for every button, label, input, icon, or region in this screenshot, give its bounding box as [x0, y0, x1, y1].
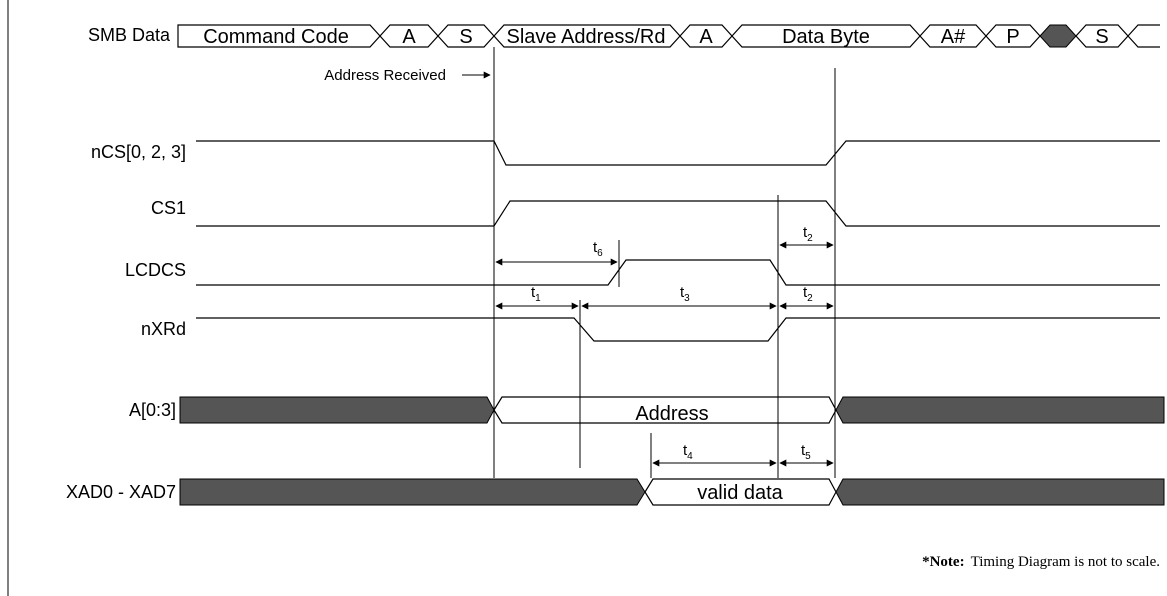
t6-label: t6 [593, 239, 603, 259]
addr-bus-invalid-2 [835, 396, 1165, 424]
smb-label-ack1: A [402, 26, 416, 48]
signal-label-ncs: nCS[0, 2, 3] [91, 142, 186, 162]
addr-bus-invalid-1 [179, 396, 495, 424]
xad-bus-invalid-1 [179, 478, 646, 506]
t4-label: t4 [683, 442, 693, 462]
smb-field-trailing [1127, 24, 1160, 48]
smb-field-command-code [177, 24, 381, 48]
addr-bus-label: Address [635, 403, 708, 425]
smb-label-command-code: Command Code [203, 26, 349, 48]
signal-label-smb: SMB Data [88, 25, 171, 45]
address-received-label: Address Received [324, 67, 446, 84]
signal-label-nxrd: nXRd [141, 319, 186, 339]
smb-label-stop: P [1006, 26, 1019, 48]
smb-label-nack: A# [941, 26, 966, 48]
signal-label-addr: A[0:3] [129, 400, 176, 420]
smb-label-data-byte: Data Byte [782, 26, 870, 48]
signal-label-lcdcs: LCDCS [125, 260, 186, 280]
t1-label: t1 [531, 284, 541, 304]
cs1-waveform [196, 200, 1160, 227]
xad-bus-label: valid data [697, 482, 783, 504]
smb-label-slave-address: Slave Address/Rd [507, 26, 666, 48]
t2b-label: t2 [803, 284, 813, 304]
t3-label: t3 [680, 284, 690, 304]
xad-bus-invalid-2 [835, 478, 1165, 506]
signal-label-xad: XAD0 - XAD7 [66, 482, 176, 502]
nxrd-waveform [196, 317, 1160, 342]
smb-bus [177, 24, 1160, 48]
footnote: *Note:Timing Diagram is not to scale. [922, 554, 1160, 570]
lcdcs-waveform [196, 259, 1160, 286]
t2a-label: t2 [803, 224, 813, 244]
smb-label-ack2: A [699, 26, 713, 48]
signal-label-cs1: CS1 [151, 198, 186, 218]
smb-label-start2: S [1095, 26, 1108, 48]
smb-label-start1: S [459, 26, 472, 48]
smb-field-idle [1039, 24, 1077, 48]
t5-label: t5 [801, 442, 811, 462]
ncs-waveform [196, 140, 1160, 166]
